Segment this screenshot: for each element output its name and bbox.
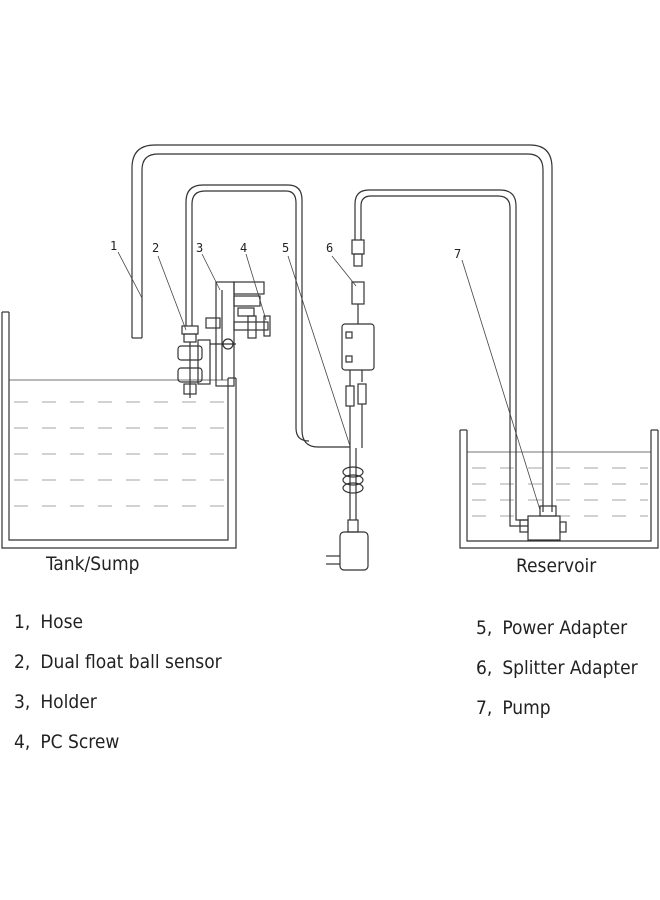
legend-item-power-adapter: 5,Power Adapter — [476, 617, 628, 639]
pump — [519, 505, 567, 541]
pc-screw — [222, 315, 271, 350]
legend-item-dual-float-ball-sensor: 2,Dual float ball sensor — [14, 651, 222, 673]
tank-water-lines — [14, 401, 224, 507]
legend-item-pc-screw: 4,PC Screw — [14, 731, 120, 753]
reservoir-caption: Reservoir — [516, 555, 597, 577]
pump-cable — [354, 189, 528, 527]
callout-3: 3 — [196, 241, 203, 255]
legend-item-holder: 3,Holder — [14, 691, 97, 713]
dual-float-ball-sensor — [177, 325, 211, 398]
callout-2: 2 — [152, 241, 159, 255]
callout-4: 4 — [240, 241, 247, 255]
holder — [205, 281, 265, 387]
callout-numbers: 1 2 3 4 5 6 7 — [110, 239, 461, 261]
splitter-adapter — [341, 239, 375, 448]
legend-item-pump: 7,Pump — [476, 697, 551, 719]
callout-5: 5 — [282, 241, 289, 255]
legend-right: 5,Power Adapter 6,Splitter Adapter 7,Pum… — [476, 608, 638, 728]
hose — [131, 144, 553, 512]
callout-7: 7 — [454, 247, 461, 261]
sensor-cable — [185, 184, 350, 448]
callout-6: 6 — [326, 241, 333, 255]
legend-left: 1,Hose 2,Dual float ball sensor 3,Holder… — [14, 602, 222, 762]
legend-item-hose: 1,Hose — [14, 611, 84, 633]
callout-1: 1 — [110, 239, 117, 253]
legend-item-splitter-adapter: 6,Splitter Adapter — [476, 657, 638, 679]
reservoir-water-lines — [472, 467, 648, 517]
tank-sump — [1, 311, 237, 549]
reservoir — [459, 429, 659, 549]
callout-leaders — [117, 251, 541, 511]
power-adapter — [326, 448, 369, 571]
tank-sump-caption: Tank/Sump — [45, 553, 139, 575]
